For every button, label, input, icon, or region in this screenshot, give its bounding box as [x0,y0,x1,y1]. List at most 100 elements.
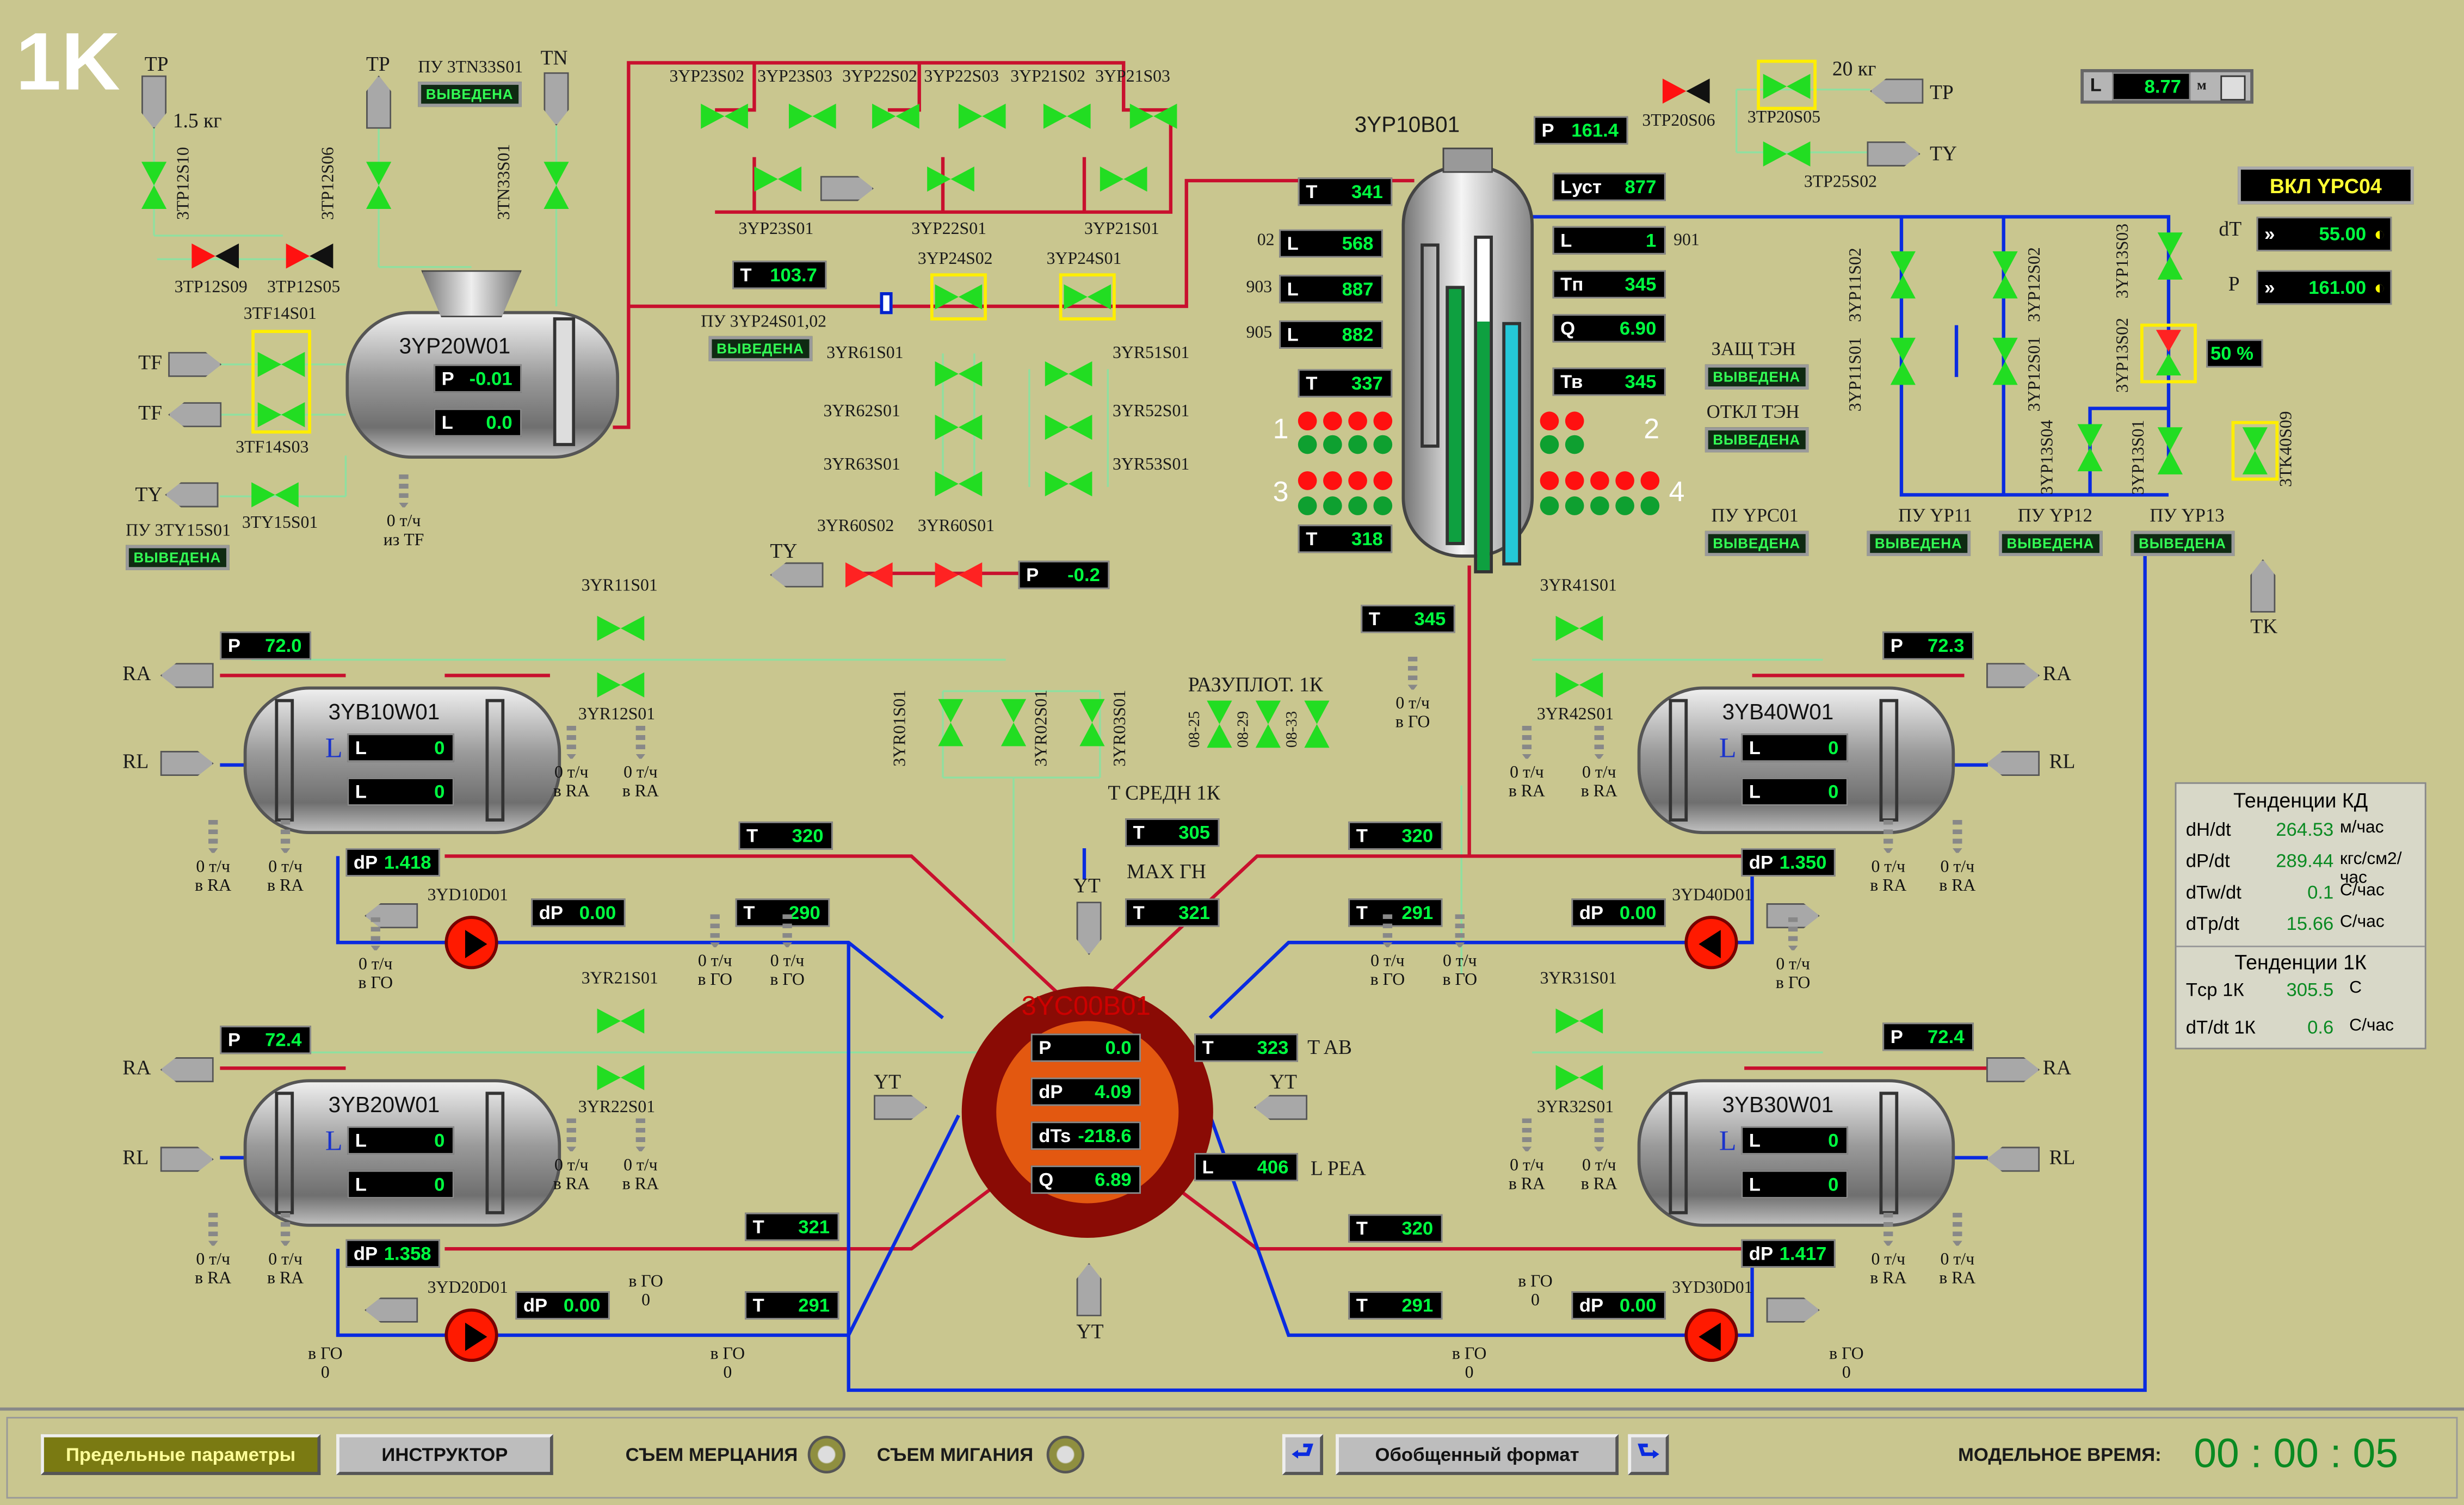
heater-dot-22 [1565,471,1584,490]
valve-3yp23s03[interactable] [788,103,836,129]
flicker-reset-button[interactable] [807,1435,845,1474]
valve-3tp20s05[interactable] [1763,73,1811,99]
valve-3yp12s01[interactable] [1992,337,2018,385]
valve-3yp22s01[interactable] [927,166,974,192]
valve-3yp21s03[interactable] [1129,103,1177,129]
level-gauge-key: L [2090,73,2102,96]
sg-1-rl-label: RL [122,749,149,773]
yt-label-right: YT [1269,1070,1297,1094]
valve-3tp12s06[interactable] [366,162,392,209]
pu-tn-badge[interactable]: ВЫВЕДЕНА [418,82,521,107]
valve-3tp12s05[interactable] [286,243,334,269]
pump-3yd30d01[interactable] [1684,1308,1738,1362]
pu-yp11-badge[interactable]: ВЫВЕДЕНА [1867,531,1971,556]
valve-3yp11s01[interactable] [1890,337,1916,385]
valve-3yr03s01[interactable] [1079,699,1105,747]
heater-dot-23 [1590,471,1609,490]
general-format-button[interactable]: Обобщенный формат [1336,1434,1619,1475]
pump-3yd10d01[interactable] [444,916,498,970]
valve-3yp24s01[interactable] [1064,284,1111,310]
pu-ypc01-badge[interactable]: ВЫВЕДЕНА [1705,531,1808,556]
valve-3yr32s01[interactable] [1555,1065,1603,1090]
valve-3yp13s02[interactable] [2156,330,2182,352]
valve-3yr60s02[interactable] [845,562,893,588]
valve-3yp21s02[interactable] [1043,103,1091,129]
valve-3yp12s02[interactable] [1992,251,2018,299]
valve-3yr22s01[interactable] [597,1065,645,1090]
valve-3tk40s09[interactable] [2242,427,2268,474]
valve-3yr41s01[interactable] [1555,615,1603,641]
instructor-button[interactable]: ИНСТРУКТОР [336,1434,553,1475]
pu-yp24-badge[interactable]: ВЫВЕДЕНА [708,336,812,362]
valve-3yr21s01[interactable] [597,1008,645,1034]
valve-3yr02s01[interactable] [1001,699,1027,747]
valve-3tn33s01[interactable] [544,162,569,209]
valve-3ty15s01[interactable] [251,482,299,508]
forward-arrow-icon[interactable]: ⮑ [1628,1434,1669,1475]
pump-3yd40d01[interactable] [1684,916,1738,970]
ty-label-right: TY [1929,141,1957,165]
valve-3yp23s02[interactable] [701,103,748,129]
valve-3tp20s05-label: 3TP20S05 [1747,108,1821,127]
heater-dot-6 [1323,435,1342,454]
valve-3yp22s02[interactable] [872,103,919,129]
valve-3yr61s01[interactable] [935,361,983,387]
valve-razuplot-0825[interactable] [1207,700,1232,748]
valve-3yp21s01[interactable] [1100,166,1147,192]
pu-yp13-badge[interactable]: ВЫВЕДЕНА [2130,531,2234,556]
trend-kd-key-3: dTw/dt [2185,881,2241,904]
valve-3yr52s01[interactable] [1045,415,1092,440]
valve-3tp12s09[interactable] [192,243,239,269]
valve-3yr01s01[interactable] [938,699,964,747]
pump-3yd20d01[interactable] [444,1308,498,1362]
valve-3yr61s01-label: 3YR61S01 [826,344,904,363]
valve-razuplot-0833[interactable] [1304,700,1330,748]
otkl-ten-badge[interactable]: ВЫВЕДЕНА [1705,427,1808,453]
valve-3yp22s03[interactable] [958,103,1006,129]
valve-razuplot-0829[interactable] [1255,700,1281,748]
valve-3yp13s04[interactable] [2077,424,2103,472]
valve-3yr11s01[interactable] [597,615,645,641]
valve-3tf14s03[interactable] [257,402,305,428]
valve-3yr60s01[interactable] [935,562,983,588]
valve-3tp12s10[interactable] [141,162,167,209]
level-gauge-toggle[interactable] [2220,75,2246,101]
ypc04-p-display[interactable]: »161.00◐ [2256,270,2392,305]
heater-dot-17 [1540,411,1559,431]
valve-3yr63s01[interactable] [935,471,983,497]
zasch-ten-badge[interactable]: ВЫВЕДЕНА [1705,364,1808,390]
valve-3yp24s02[interactable] [935,284,983,310]
limits-button[interactable]: Предельные параметры [41,1434,321,1475]
valve-3yp23s01[interactable] [754,166,802,192]
trend-1k-unit-2: C/час [2349,1016,2394,1035]
valve-3yp13s03[interactable] [2157,232,2183,280]
valve-3yr31s01[interactable] [1555,1008,1603,1034]
ypc04-on-indicator[interactable]: ВКЛ YPC04 [2238,166,2414,205]
tp20s05-selection-frame [1757,59,1817,110]
valve-3yr62s01[interactable] [935,415,983,440]
back-arrow-icon[interactable]: ⮐ [1282,1434,1324,1475]
trend-kd-value-1: 264.53 [2276,818,2334,841]
valve-3yr12s01[interactable] [597,672,645,698]
valve-3yp11s02[interactable] [1890,251,1916,299]
pu-ypc01-label: ПУ YPC01 [1711,504,1799,527]
valve-3tp25s02[interactable] [1763,141,1811,167]
valve-3yr53s01[interactable] [1045,471,1092,497]
valve-3yr42s01[interactable] [1555,672,1603,698]
blink-reset-button[interactable] [1046,1435,1084,1474]
pu-ty-badge[interactable]: ВЫВЕДЕНА [126,545,229,570]
pu-yp12-badge[interactable]: ВЫВЕДЕНА [1999,531,2102,556]
valve-3yr51s01[interactable] [1045,361,1092,387]
valve-3yp13s01[interactable] [2157,427,2183,474]
valve-3tf14s01[interactable] [257,351,305,377]
valve-3tp20s06[interactable] [1662,78,1710,104]
ypc04-dt-display[interactable]: »55.00◐ [2256,217,2392,251]
